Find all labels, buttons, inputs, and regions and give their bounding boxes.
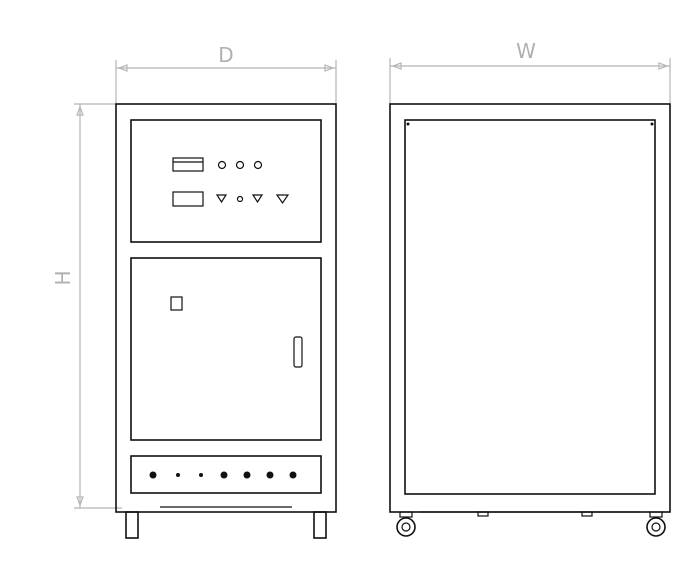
indicator-light bbox=[217, 160, 227, 170]
knob-icon bbox=[215, 194, 228, 204]
caster-left bbox=[396, 511, 416, 537]
indicator-light bbox=[235, 160, 245, 170]
corner-screw bbox=[650, 122, 654, 126]
door-lock-icon bbox=[170, 296, 183, 311]
knob-icon bbox=[275, 194, 290, 205]
terminal-dot bbox=[289, 471, 297, 479]
indicator-light bbox=[236, 195, 244, 203]
foot-left bbox=[125, 511, 139, 539]
front-panel bbox=[404, 119, 656, 495]
display-meter-top bbox=[172, 157, 204, 172]
front-view-cabinet bbox=[389, 103, 671, 537]
terminal-dot bbox=[149, 471, 157, 479]
depth-label: D bbox=[218, 43, 233, 67]
indicator-light bbox=[253, 160, 263, 170]
side-cabinet-body bbox=[115, 103, 337, 513]
door-handle bbox=[293, 336, 303, 368]
base-tab bbox=[581, 511, 593, 517]
terminal-dot bbox=[220, 471, 228, 479]
foot-right bbox=[313, 511, 327, 539]
height-label: H bbox=[51, 270, 75, 285]
cabinet-door bbox=[130, 257, 322, 441]
display-meter-bottom bbox=[172, 191, 204, 207]
knob-icon bbox=[251, 194, 264, 204]
corner-screw bbox=[406, 122, 410, 126]
dimension-w: W bbox=[389, 39, 671, 104]
width-label: W bbox=[516, 39, 536, 63]
front-cabinet-body bbox=[389, 103, 671, 513]
caster-right bbox=[646, 511, 666, 537]
terminal-strip bbox=[130, 455, 322, 494]
terminal-dot bbox=[243, 471, 251, 479]
base-tab bbox=[477, 511, 489, 517]
dimension-h: H bbox=[51, 103, 122, 509]
side-view-cabinet bbox=[115, 103, 337, 539]
terminal-dot bbox=[266, 471, 274, 479]
control-panel bbox=[130, 119, 322, 243]
dimension-d: D bbox=[115, 43, 337, 104]
terminal-dot bbox=[199, 473, 203, 477]
terminal-dot bbox=[176, 473, 180, 477]
